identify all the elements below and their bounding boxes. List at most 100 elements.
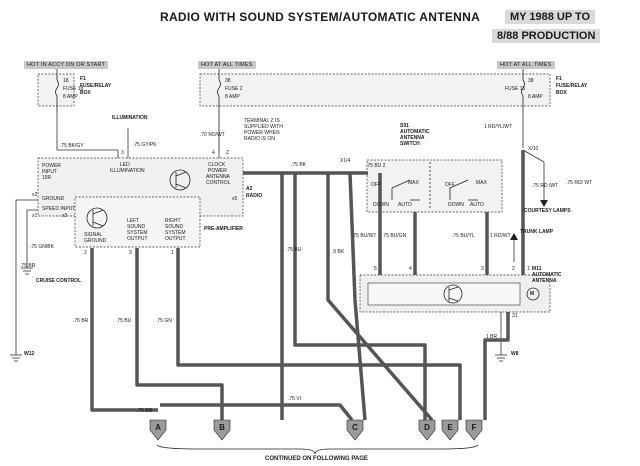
fuse18-amp: 8 AMP <box>63 94 78 100</box>
diagram-title: RADIO WITH SOUND SYSTEM/AUTOMATIC ANTENN… <box>160 10 481 24</box>
ground-symbols <box>10 267 507 362</box>
pin-2b: 2 <box>512 266 515 272</box>
connector-b: B <box>219 423 225 432</box>
wire-br-bottom: .75 BR <box>137 408 153 414</box>
wire-x10: X/10 <box>528 146 539 152</box>
clock-label-3: ANTENNA <box>206 174 230 180</box>
wire-bu-yl: .75 BU/YL <box>452 233 475 239</box>
antenna-transistor-symbol <box>443 284 463 304</box>
pin-31: 31 <box>512 313 518 319</box>
switch-off-right: OFF <box>445 182 455 188</box>
fuse18-number: 18 <box>63 78 69 84</box>
connector-arrows <box>149 419 483 441</box>
illumination-label: ILLUMINATION <box>112 115 148 121</box>
pin-3b: 3 <box>129 250 132 256</box>
pin-1b: 1 <box>171 250 174 256</box>
m11-label-2: AUTOMATIC <box>532 272 562 278</box>
ground-label: GROUND <box>42 196 65 202</box>
m11-label-1: M11 <box>532 266 542 272</box>
fuse2-amp: 8 AMP <box>225 94 240 100</box>
fuse-18-symbol <box>55 68 59 112</box>
motor-label: M <box>530 291 535 297</box>
wire-rd-wt-75a: .75 RD /WT <box>532 183 559 189</box>
thick-wires <box>90 150 525 422</box>
f1-left-label-2: FUSE/RELAY <box>80 83 112 89</box>
f1-left-label-1: F1 <box>80 76 86 82</box>
connector-c: C <box>352 423 358 432</box>
production-range-line2: 8/88 PRODUCTION <box>492 29 601 43</box>
clock-label-4: CONTROL <box>206 180 231 186</box>
wire-bu-wt: .75 BU/WT <box>352 233 377 239</box>
wire-bu-gn: .75 BU/GN <box>382 233 407 239</box>
switch-off-left: OFF <box>371 182 381 188</box>
pin-z: Z <box>226 150 230 156</box>
wire-br-left: .75 BR <box>20 263 36 269</box>
thin-wires <box>15 112 545 355</box>
s91-label-4: SWITCH <box>400 141 420 147</box>
wire-bk-top: .75 BK <box>291 162 307 168</box>
fuse18-name: FUSE 18 <box>63 86 84 92</box>
wire-br-lower: .75 BR <box>73 318 89 324</box>
power-input-3: 15R <box>42 175 52 181</box>
production-range-line1: MY 1988 UP TO <box>505 10 596 24</box>
f1-right-label-3: BOX <box>556 90 567 96</box>
switch-down-left: DOWN <box>373 202 389 208</box>
f1-right-label-1: F1 <box>556 76 562 82</box>
terminal-note-4: RADIO IS ON <box>244 136 275 142</box>
bus-label-accessory: HOT IN ACCY ON OR START <box>24 61 109 69</box>
signal-ground-1: SIGNAL <box>84 232 103 238</box>
wire-x1-4: X1/4 <box>340 158 351 164</box>
pin-4b: 4 <box>409 266 412 272</box>
w8-label: W8 <box>511 351 519 357</box>
continued-brace <box>156 444 479 455</box>
switch-auto-left: AUTO <box>398 202 412 208</box>
left-out-3: SYSTEM <box>127 230 148 236</box>
f1-right-label-2: FUSE/RELAY <box>556 83 588 89</box>
a2-label-1: A2 <box>246 186 253 192</box>
right-out-2: SOUND <box>165 224 184 230</box>
switch-contact-symbols <box>391 162 478 208</box>
wire-rd-yl-wt: 1 RD/YL/WT <box>484 124 513 130</box>
clock-label-2: POWER <box>208 168 227 174</box>
connector-d: D <box>424 423 430 432</box>
wire-br-right: 1 BR <box>486 334 498 340</box>
wire-rd-wt-1: 1 RD/WT <box>490 233 511 239</box>
cruise-control-label: CRUISE CONTROL <box>36 278 81 284</box>
led-label-1: LED <box>120 162 130 168</box>
switch-auto-right: AUTO <box>470 202 484 208</box>
fuse2-name: FUSE 2 <box>225 86 243 92</box>
s91-label-3: ANTENNA <box>400 135 425 141</box>
m11-label-3: ANTENNA <box>532 278 557 284</box>
right-out-1: RIGHT <box>165 218 181 224</box>
wire-rd-wt-75b: .75 RD/ WT <box>566 180 593 186</box>
clock-label-1: CLOCK <box>208 162 226 168</box>
connector-f: F <box>471 423 477 432</box>
left-out-2: SOUND <box>127 224 146 230</box>
pre-amplifier-label: PRE-AMPLIFIER <box>204 226 243 232</box>
left-out-1: LEFT <box>127 218 140 224</box>
wire-bu-lower: .75 BU <box>116 318 132 324</box>
wire-gn-lower: .75 GN <box>156 318 172 324</box>
signal-ground-2: GROUND <box>84 238 107 244</box>
wire-gn-bk: .75 GN/BK <box>30 244 54 250</box>
terminal-note-3: POWER WHEN <box>244 130 280 136</box>
fuse-2-symbol <box>217 68 221 150</box>
courtesy-lamps-label: COURTESY LAMPS <box>524 208 571 214</box>
wire-rd-wt-70: .70 RD/WT <box>200 132 225 138</box>
right-out-3: SYSTEM <box>165 230 186 236</box>
fuse-box-right <box>199 73 551 107</box>
pin-5: 5 <box>374 266 377 272</box>
fuse15-amp: 8 AMP <box>528 94 543 100</box>
radio-transistor-symbol <box>169 169 191 191</box>
connector-e: E <box>447 423 453 432</box>
wire-bk-gy: .75 BK/GY <box>60 143 84 149</box>
lamp-arrows <box>510 200 548 240</box>
left-out-4: OUTPUT <box>127 236 148 242</box>
bus-label-hot-middle: HOT AT ALL TIMES <box>198 61 256 69</box>
a2-label-2: RADIO <box>246 193 263 199</box>
switch-max-left: MAX <box>408 180 419 186</box>
fuse15-number: 38 <box>528 78 534 84</box>
wire-gy-pk: .75 GY/PK <box>133 142 157 148</box>
bus-label-hot-right: HOT AT ALL TIMES <box>497 61 555 69</box>
fuse15-name: FUSE 15 <box>505 86 526 92</box>
